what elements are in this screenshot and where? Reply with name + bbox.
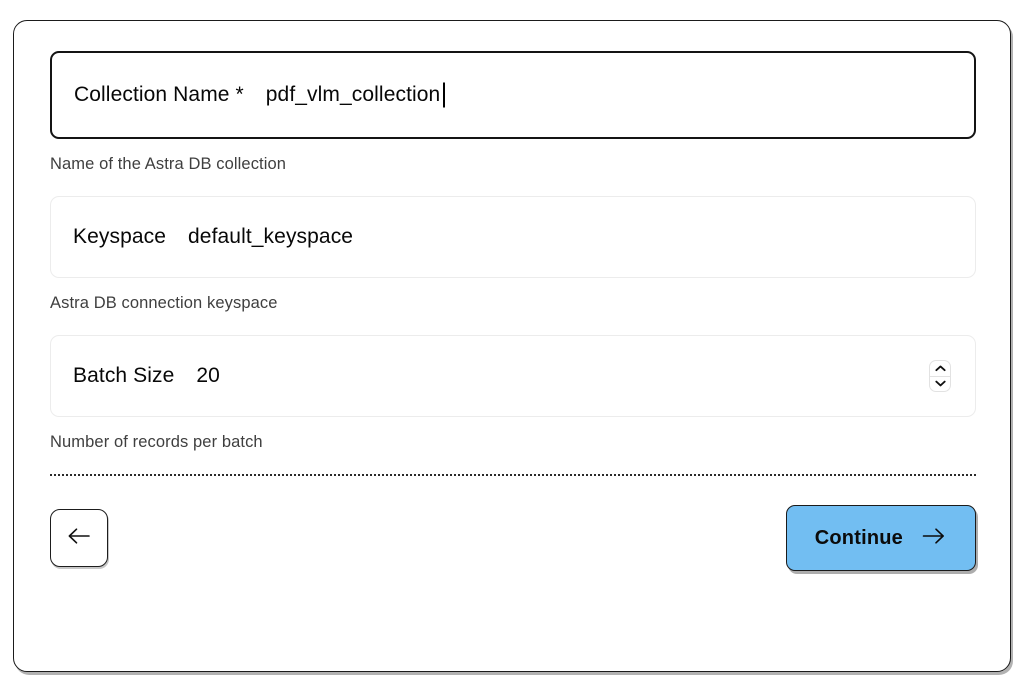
- collection-name-helper: Name of the Astra DB collection: [50, 155, 287, 173]
- continue-button[interactable]: Continue: [785, 505, 976, 571]
- settings-card: Collection Name * pdf_vlm_collection Nam…: [13, 20, 1011, 672]
- batch-size-input[interactable]: Batch Size 20: [50, 335, 976, 417]
- collection-name-value: pdf_vlm_collection: [265, 83, 441, 106]
- keyspace-input[interactable]: Keyspace default_keyspace: [50, 196, 976, 278]
- continue-button-label: Continue: [814, 526, 903, 549]
- keyspace-value: default_keyspace: [188, 225, 354, 248]
- batch-size-stepper[interactable]: [929, 360, 951, 392]
- chevron-up-icon[interactable]: [930, 361, 950, 377]
- batch-size-helper: Number of records per batch: [50, 433, 263, 451]
- collection-name-input[interactable]: Collection Name * pdf_vlm_collection: [50, 51, 976, 139]
- field-block-batch-size: Batch Size 20: [50, 335, 976, 452]
- field-block-keyspace: Keyspace default_keyspace Astra DB conne…: [50, 196, 976, 313]
- section-divider: [50, 474, 976, 476]
- card-content: Collection Name * pdf_vlm_collection Nam…: [50, 51, 976, 571]
- chevron-down-icon[interactable]: [930, 377, 950, 392]
- footer-actions: Continue: [50, 505, 976, 571]
- arrow-left-icon: [66, 527, 92, 550]
- batch-size-value: 20: [196, 364, 220, 387]
- keyspace-label: Keyspace: [73, 225, 167, 248]
- back-button[interactable]: [50, 509, 108, 567]
- batch-size-label: Batch Size: [73, 364, 175, 387]
- keyspace-helper: Astra DB connection keyspace: [50, 294, 278, 312]
- collection-name-label: Collection Name *: [74, 83, 244, 106]
- field-block-collection-name: Collection Name * pdf_vlm_collection Nam…: [50, 51, 976, 174]
- arrow-right-icon: [921, 527, 947, 550]
